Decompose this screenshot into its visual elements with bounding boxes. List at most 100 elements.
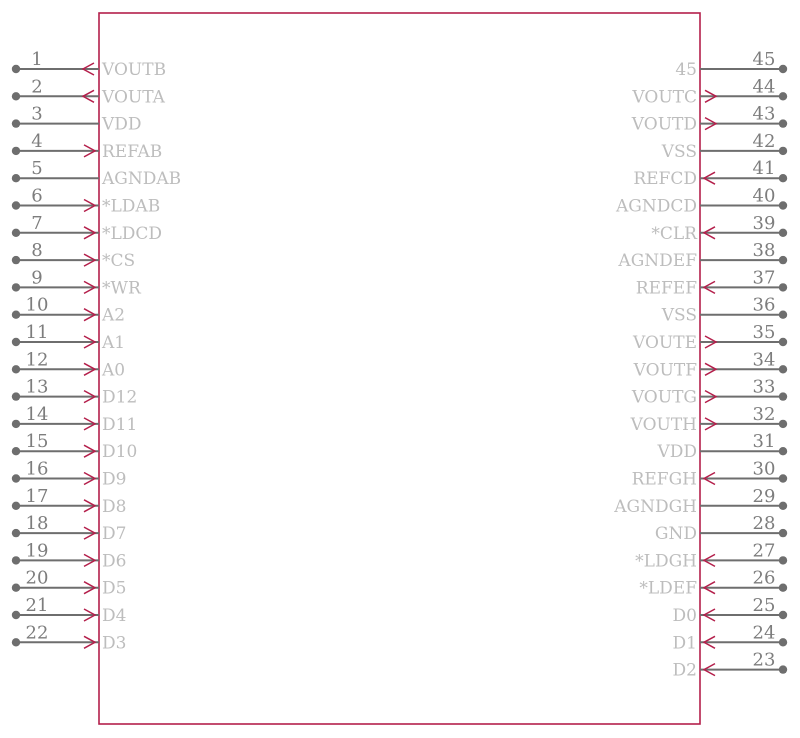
pin-name: VOUTF xyxy=(633,360,698,380)
pin-endpoint-dot xyxy=(11,610,21,620)
pin-endpoint-dot xyxy=(778,583,788,592)
pin-name: D7 xyxy=(102,524,126,544)
pin-endpoint-dot xyxy=(778,447,788,456)
ic-body-outline xyxy=(98,12,701,725)
pin-endpoint-dot xyxy=(11,337,21,347)
pin-endpoint-dot xyxy=(778,610,788,620)
pin-name: 45 xyxy=(675,60,697,80)
pin-9: 9*WR xyxy=(11,267,142,298)
pin-name: D12 xyxy=(102,388,137,408)
pin-endpoint-dot xyxy=(778,638,788,647)
pin-direction-arrow xyxy=(702,553,716,568)
pin-name: *CS xyxy=(102,251,135,271)
pin-direction-arrow xyxy=(704,362,718,376)
pin-number: 19 xyxy=(26,540,49,561)
pin-name: A2 xyxy=(101,306,125,326)
pin-endpoint-dot xyxy=(11,310,21,319)
pin-direction-arrow xyxy=(83,553,97,568)
pin-endpoint-dot xyxy=(778,419,788,429)
pin-number: 31 xyxy=(753,431,776,452)
pin-number: 17 xyxy=(26,486,49,507)
pin-direction-arrow xyxy=(704,417,718,431)
pin-direction-arrow xyxy=(702,226,716,240)
pin-name: D3 xyxy=(102,633,126,653)
pin-number: 35 xyxy=(753,322,776,343)
pin-number: 11 xyxy=(26,322,49,343)
pin-endpoint-dot xyxy=(778,228,788,237)
pin-number: 27 xyxy=(753,540,776,561)
pin-endpoint-dot xyxy=(11,283,21,292)
pin-endpoint-dot xyxy=(11,64,21,74)
pin-endpoint-dot xyxy=(778,365,788,374)
pin-number: 26 xyxy=(753,568,776,589)
pin-number: 40 xyxy=(753,186,776,207)
pin-name: D9 xyxy=(102,470,126,490)
pin-number: 42 xyxy=(753,131,776,152)
pin-direction-arrow xyxy=(83,144,97,158)
pin-number: 7 xyxy=(31,213,42,234)
pin-endpoint-dot xyxy=(778,255,788,265)
pin-number: 43 xyxy=(753,104,776,125)
pin-direction-arrow xyxy=(83,635,97,649)
pin-number: 45 xyxy=(753,49,776,70)
pin-endpoint-dot xyxy=(778,556,788,565)
pin-endpoint-dot xyxy=(778,310,788,319)
right-pin-group: 454544VOUTC43VOUTD42VSS41REFCD40AGNDCD39… xyxy=(613,49,788,681)
pin-endpoint-dot xyxy=(778,92,788,101)
pin-direction-arrow xyxy=(83,362,97,376)
pin-name: *LDCD xyxy=(102,224,162,244)
pin-number: 18 xyxy=(26,513,49,534)
pin-endpoint-dot xyxy=(778,64,788,74)
pin-endpoint-dot xyxy=(11,583,21,592)
pin-name: D11 xyxy=(102,415,137,435)
pin-name: REFEF xyxy=(636,278,697,298)
pin-direction-arrow xyxy=(702,471,716,486)
pin-name: A0 xyxy=(101,360,125,380)
pin-number: 41 xyxy=(753,158,776,179)
pin-direction-arrow xyxy=(83,471,97,486)
pin-endpoint-dot xyxy=(778,392,788,401)
pin-direction-arrow xyxy=(83,280,97,295)
pin-7: 7 *LDCD xyxy=(11,213,162,244)
pin-number: 29 xyxy=(753,486,776,507)
pin-name: AGNDAB xyxy=(101,169,181,189)
pin-name: AGNDGH xyxy=(613,497,697,517)
pin-direction-arrow xyxy=(83,198,97,213)
pin-endpoint-dot xyxy=(11,146,21,156)
pin-number: 4 xyxy=(31,131,42,152)
pin-direction-arrow xyxy=(83,417,97,431)
pin-direction-arrow xyxy=(81,89,95,103)
pin-direction-arrow xyxy=(704,89,718,103)
pin-endpoint-dot xyxy=(11,365,21,374)
pin-number: 24 xyxy=(753,622,776,643)
pin-number: 9 xyxy=(31,267,42,288)
pin-number: 10 xyxy=(26,295,49,316)
pin-direction-arrow xyxy=(83,608,97,622)
pin-name: *LDEF xyxy=(639,579,697,599)
pin-name: VDD xyxy=(101,115,142,135)
pin-name: VSS xyxy=(661,306,697,326)
pin-endpoint-dot xyxy=(778,283,788,292)
pin-number: 22 xyxy=(26,622,49,643)
